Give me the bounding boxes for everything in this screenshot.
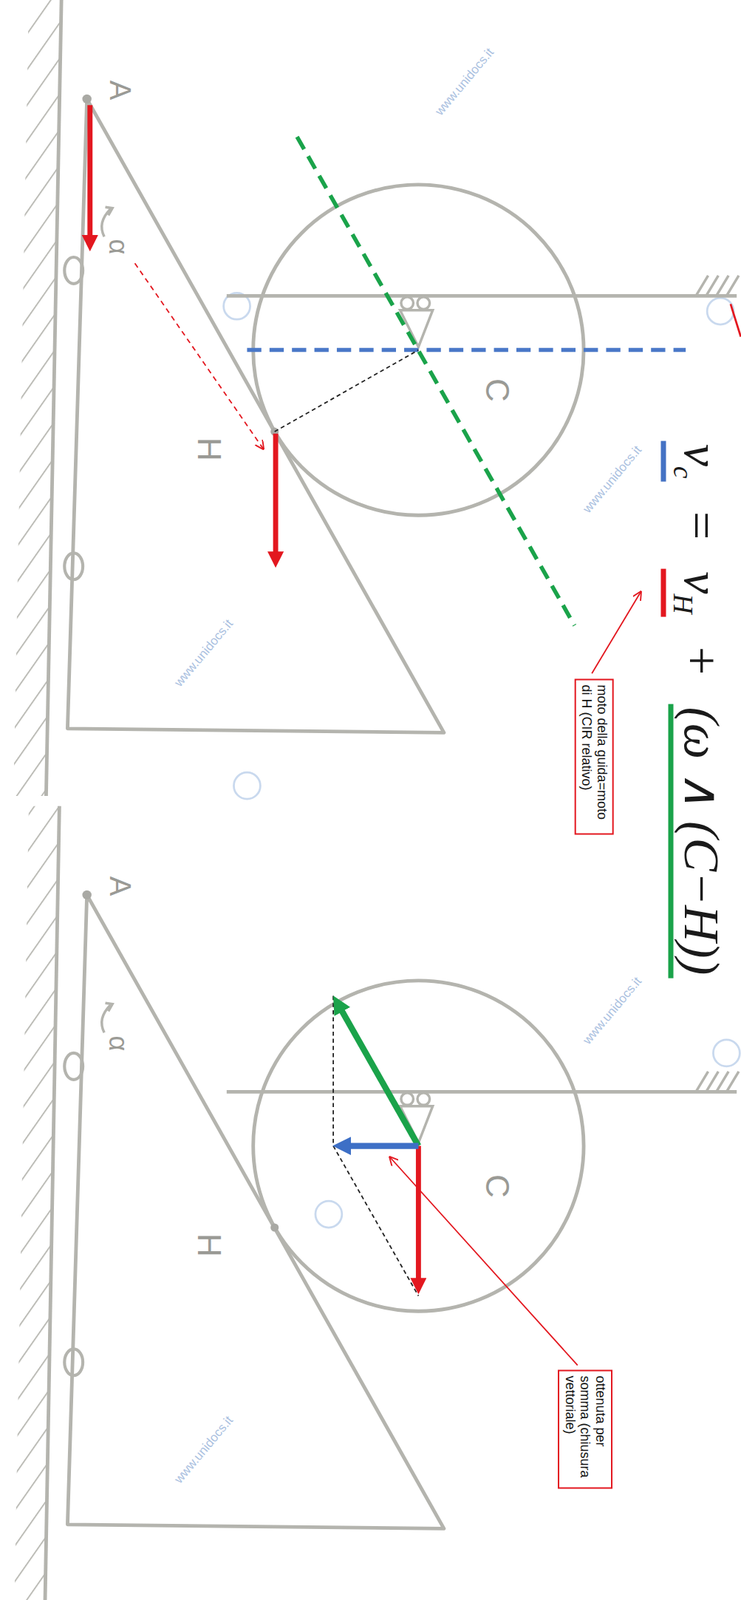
formula-symbol: = xyxy=(673,508,730,543)
formula-symbol: (ω ∧ (C−H)) xyxy=(673,707,730,976)
callout-text: moto della guida=moto di H (CIR relativo… xyxy=(578,684,609,829)
formula-subscript: H xyxy=(667,593,699,614)
point-label: C xyxy=(478,1173,517,1198)
watermark-icon xyxy=(223,292,741,1228)
point-label: α xyxy=(103,239,134,255)
point-label: C xyxy=(478,378,517,402)
point-label: A xyxy=(103,79,138,100)
point-label: H xyxy=(190,1233,229,1258)
formula-subscript: c xyxy=(667,466,699,479)
watermark: www.unidocs.it xyxy=(432,45,498,119)
watermark: www.unidocs.it xyxy=(171,1412,237,1486)
underline-bar: (ω ∧ (C−H)) xyxy=(668,704,727,979)
point-label: H xyxy=(190,437,229,462)
callout-box: ottenuta per somma (chiusura vettoriale) xyxy=(557,1369,613,1489)
watermark: www.unidocs.it xyxy=(579,973,645,1047)
formula: vc=vH+(ω ∧ (C−H)) xyxy=(661,429,727,990)
top-sketch xyxy=(13,0,741,796)
formula-symbol: v xyxy=(673,571,730,594)
underline-bar: vc xyxy=(661,441,727,482)
underline-bar: vH xyxy=(661,568,727,617)
bottom-sketch xyxy=(14,806,739,1600)
formula-part: + xyxy=(668,640,727,681)
watermark: www.unidocs.it xyxy=(579,443,645,517)
point-label: A xyxy=(103,876,138,897)
formula-symbol: + xyxy=(673,643,730,678)
callout-box: moto della guida=moto di H (CIR relativo… xyxy=(574,678,614,835)
callout-text: ottenuta per somma (chiusura vettoriale) xyxy=(562,1375,609,1483)
watermark: www.unidocs.it xyxy=(171,616,237,691)
point-label: α xyxy=(103,1035,134,1052)
formula-symbol: v xyxy=(673,444,730,467)
formula-part: = xyxy=(668,505,727,546)
